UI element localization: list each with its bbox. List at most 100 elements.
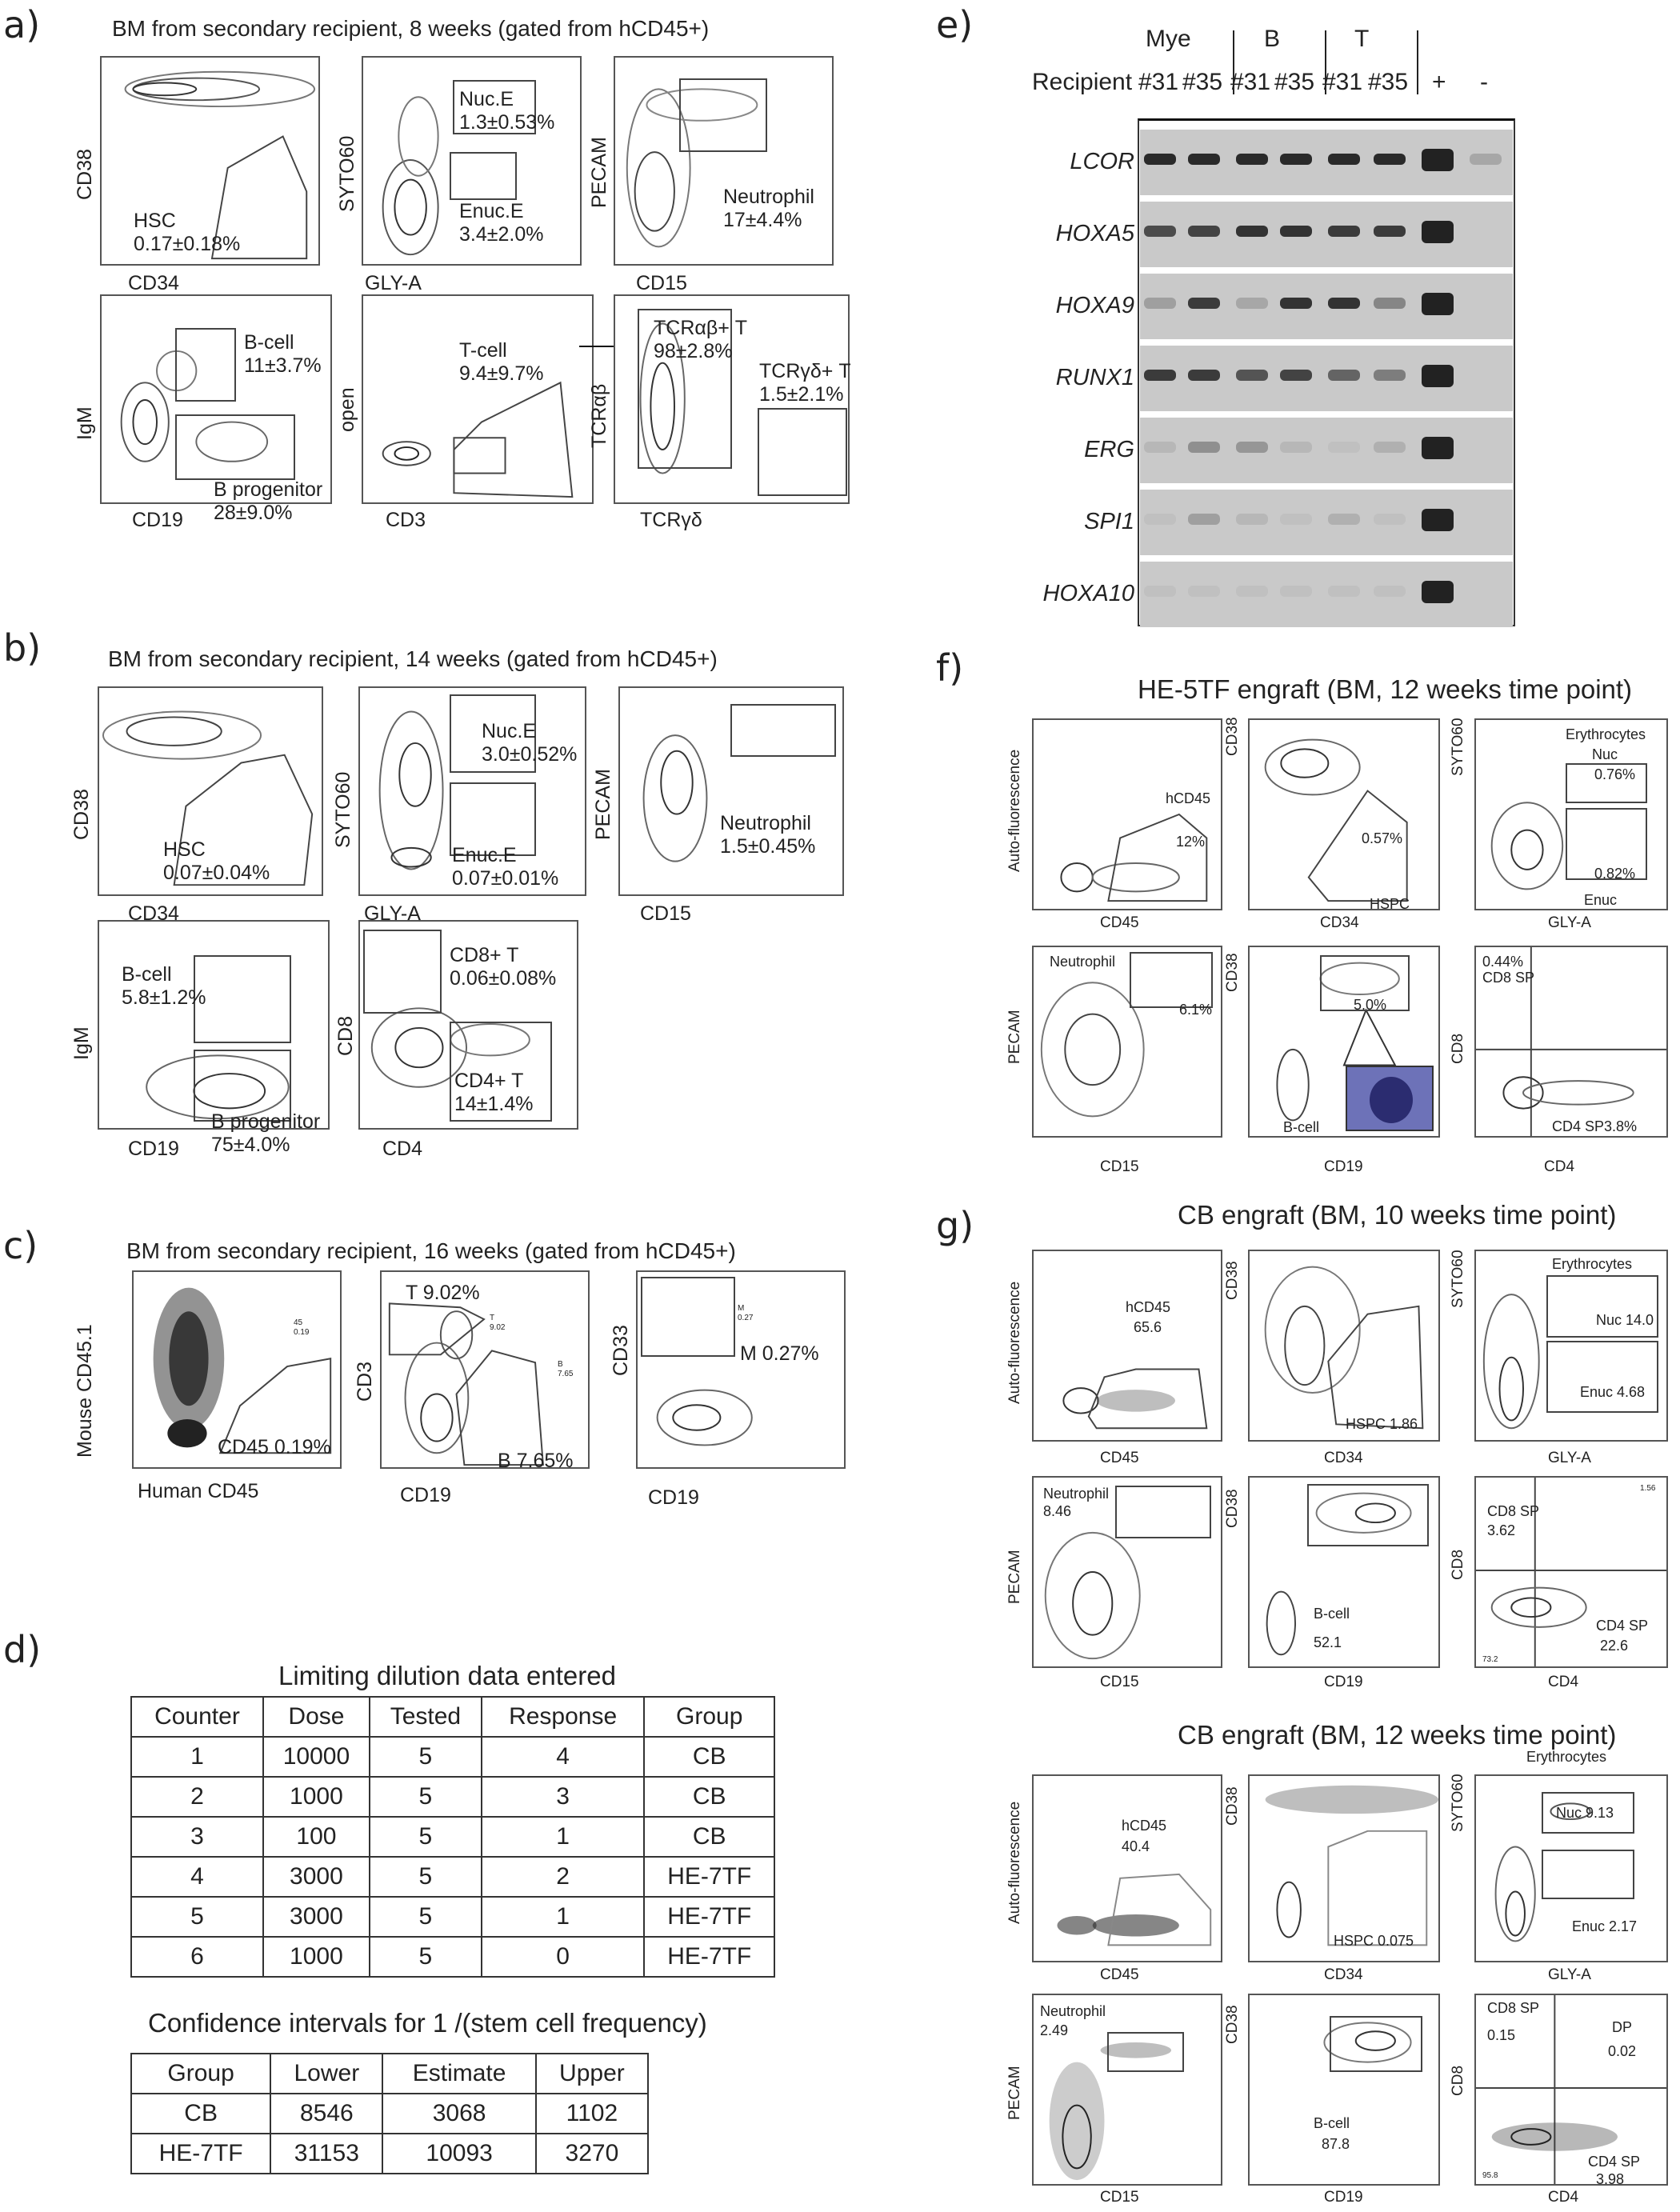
lane-group-mye: Mye [1146, 26, 1191, 52]
x-axis-label: CD19 [400, 1484, 451, 1506]
flow-plot-g1-cd4-cd8: CD8 SP 3.62 CD4 SP 22.6 1.56 73.2 [1474, 1476, 1668, 1668]
gate-label: hCD45 [1166, 790, 1211, 806]
gate-value: Enuc 2.17 [1572, 1918, 1638, 1934]
gate-tiny-label: B [558, 1360, 563, 1369]
x-axis-label: GLY-A [1548, 1450, 1591, 1466]
gate-label-b-progenitor: B progenitor 75±4.0% [211, 1110, 321, 1156]
flow-plot-f-glya-syto60: Erythrocytes Nuc 0.76% 0.82% Enuc [1474, 718, 1668, 910]
x-axis-label: CD19 [1324, 2189, 1363, 2206]
gate-value: Enuc 4.68 [1580, 1384, 1646, 1400]
gate-label: Erythrocytes [1566, 726, 1646, 742]
gel-lane-label: #31 [1322, 69, 1363, 95]
gel-band [1280, 442, 1312, 453]
table1-title: Limiting dilution data entered [278, 1661, 616, 1690]
flow-plot-a-cd34-cd38: HSC 0.17±0.18% [100, 56, 320, 266]
table-cell: 4 [130, 1856, 264, 1898]
panel-c-title: BM from secondary recipient, 16 weeks (g… [126, 1238, 736, 1263]
x-axis-label: CD15 [1100, 1674, 1139, 1690]
table-header-cell: Estimate [382, 2053, 537, 2094]
gate-label: hCD45 [1122, 1818, 1167, 1834]
table-cell: 10093 [382, 2133, 537, 2174]
flow-plot-g2-cd4-cd8: CD8 SP 0.15 DP 0.02 CD4 SP 3.98 95.8 [1474, 1994, 1668, 2187]
x-axis-label: CD4 [382, 1138, 423, 1160]
y-axis-label: IgM [70, 1026, 93, 1060]
gel-band [1280, 154, 1312, 165]
table-header-cell: Dose [262, 1696, 370, 1738]
gel-band [1188, 154, 1220, 165]
flow-plot-c-cd19-cd3: T 9.02% T 9.02 B 7.65 B 7.65% [380, 1270, 590, 1472]
gate-label-cd8-t: CD8+ T 0.06±0.08% [450, 944, 557, 990]
gate-value: 65.6 [1134, 1319, 1162, 1335]
gel-band [1470, 154, 1502, 165]
y-axis-label: CD33 [610, 1325, 632, 1376]
gate-tiny-label: 73.2 [1482, 1655, 1498, 1664]
y-axis-label: CD38 [70, 789, 93, 840]
gate-label: B-cell [1314, 2115, 1350, 2131]
x-axis-label: CD45 [1100, 1450, 1139, 1466]
gel-row [1140, 274, 1513, 339]
gel-band [1422, 365, 1454, 387]
gel-band [1328, 154, 1360, 165]
y-axis-label: IgM [74, 406, 96, 440]
flow-plot-g2-glya-syto60: Nuc 9.13 Enuc 2.17 [1474, 1774, 1668, 1962]
gel-band [1280, 514, 1312, 525]
flow-plot-g1-cd45-af: hCD45 65.6 [1032, 1250, 1222, 1442]
table2-title: Confidence intervals for 1 /(stem cell f… [148, 2008, 707, 2038]
panel-c-letter: c) [3, 1224, 38, 1267]
table-cell: 5 [368, 1776, 482, 1818]
gate-label-t: T 9.02% [406, 1282, 480, 1304]
gate-value: 3.98 [1596, 2171, 1625, 2187]
table-cell: HE-7TF [643, 1856, 775, 1898]
gel-band [1144, 586, 1176, 597]
gene-label: SPI1 [1084, 509, 1134, 534]
gel-lane-label: #35 [1274, 69, 1315, 95]
gate-value: 12% [1176, 834, 1206, 850]
y-axis-label: Auto-fluorescence [1006, 1281, 1023, 1404]
gel-band [1236, 154, 1268, 165]
flow-plot-a-tcrgd-tcrab: TCRαβ+ T 98±2.8% TCRγδ+ T 1.5±2.1% [614, 294, 851, 504]
gel-row [1140, 346, 1513, 411]
gel-band [1328, 370, 1360, 381]
table-header-cell: Lower [270, 2053, 384, 2094]
gate-label: CD8 SP [1487, 1503, 1540, 1519]
gene-label: HOXA5 [1055, 221, 1134, 246]
flow-plot-b-cd19-igm: B-cell 5.8±1.2% B progenitor 75±4.0% [98, 920, 330, 1156]
gene-label: RUNX1 [1055, 365, 1134, 390]
gate-label: B-cell [1314, 1606, 1350, 1622]
flow-plot-g2-cd15-pecam: Neutrophil 2.49 [1032, 1994, 1222, 2186]
table-cell: 1000 [262, 1776, 370, 1818]
x-axis-label: CD34 [1324, 1966, 1363, 1983]
gel-band [1236, 442, 1268, 453]
gate-value: 2.49 [1040, 2022, 1069, 2038]
x-axis-label: CD15 [1100, 2189, 1139, 2206]
gel-band [1280, 586, 1312, 597]
y-axis-label: TCRαβ [588, 383, 610, 448]
flow-plot-b-glya-syto60: Nuc.E 3.0±0.52% Enuc.E 0.07±0.01% [358, 686, 586, 896]
gate-label-neutrophil: Neutrophil 1.5±0.45% [720, 812, 816, 858]
gate-label-tcrgd: TCRγδ+ T 1.5±2.1% [759, 360, 851, 406]
gel-band [1328, 442, 1360, 453]
gate-label: Erythrocytes [1526, 1749, 1607, 1765]
gate-value: 52.1 [1314, 1634, 1342, 1650]
gel-band [1144, 370, 1176, 381]
gel-band [1236, 298, 1268, 309]
x-axis-label: CD4 [1544, 1158, 1575, 1175]
gel-band [1422, 509, 1454, 531]
table-cell: 4 [480, 1736, 646, 1778]
gel-band [1236, 370, 1268, 381]
y-axis-label: Auto-fluorescence [1006, 749, 1023, 872]
table-cell: CB [643, 1736, 775, 1778]
gate-label: HSPC 0.075 [1334, 1933, 1414, 1949]
gate-label-m: M 0.27% [740, 1342, 819, 1365]
gel-row [1140, 490, 1513, 555]
gel-band [1328, 298, 1360, 309]
table-cell: 1 [480, 1896, 646, 1938]
table-cell: HE-7TF [130, 2133, 272, 2174]
gel-band [1236, 226, 1268, 237]
